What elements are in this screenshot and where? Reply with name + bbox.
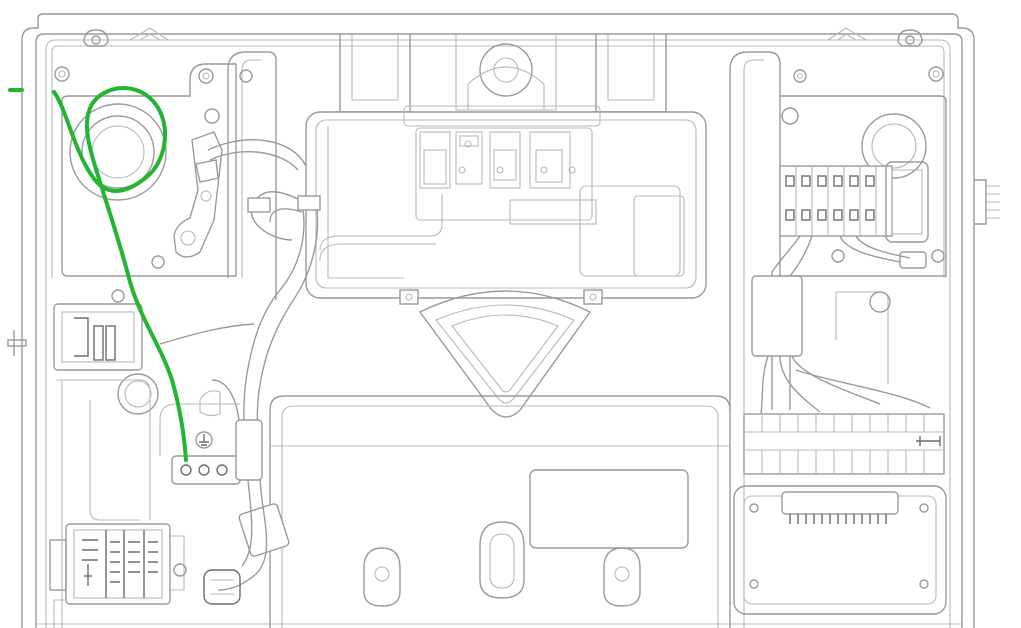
terminal-strip-upper-right <box>779 161 1000 269</box>
left-wire-harness <box>159 139 321 605</box>
top-marker-right <box>827 27 867 41</box>
top-marker-left <box>129 27 169 41</box>
right-channel <box>729 51 807 628</box>
screw-boss-top-left <box>54 66 70 82</box>
lower-left-frame <box>61 380 221 628</box>
terminal-strip-lower-right <box>733 413 947 615</box>
ground-terminal <box>159 403 241 485</box>
top-center-mount <box>455 34 557 111</box>
bottom-left-component <box>49 523 187 628</box>
green-cable-route <box>8 85 188 462</box>
lower-center-housing <box>269 395 731 628</box>
top-bracket-right <box>591 34 671 121</box>
screw-boss-top-right <box>928 66 944 82</box>
mounting-hook-left <box>83 29 109 47</box>
top-bracket-left <box>335 34 415 121</box>
mounting-hook-right <box>897 29 923 47</box>
upper-right-chamber <box>780 95 947 277</box>
right-wire-bundle <box>751 235 931 421</box>
left-channel <box>227 51 277 300</box>
enclosure-frame <box>21 13 975 628</box>
upper-left-chamber <box>61 63 237 277</box>
terminal-block-left <box>7 289 159 520</box>
v-funnel <box>418 290 592 418</box>
main-control-box <box>305 105 707 305</box>
